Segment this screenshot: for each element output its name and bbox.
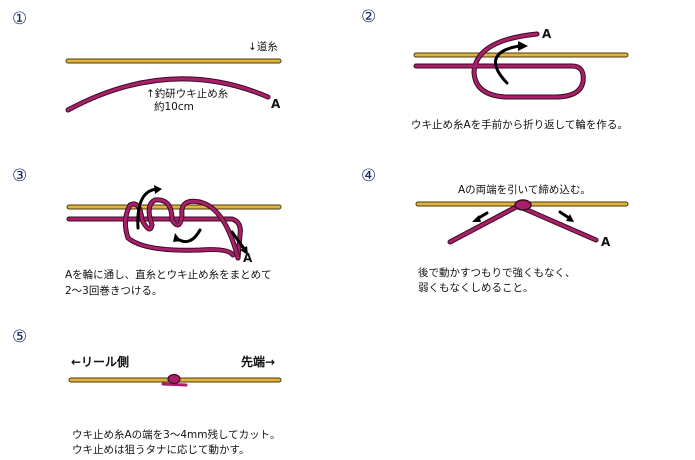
end-label: A	[601, 235, 611, 249]
step-5: ⑤ ←リール側 先端→ ウキ止め糸Aの端を3〜4mm残してカット。 ウキ止めは狙…	[12, 327, 282, 456]
step-number: ④	[361, 166, 376, 186]
reel-side-label: ←リール側	[71, 354, 129, 369]
step-4: ④ Aの両端を引いて締め込む。 A 後で動かすつもりで強くもなく、 弱くもなくし…	[361, 166, 629, 294]
tip-side-label: 先端→	[241, 354, 275, 369]
step-caption-line: ウキ止め糸Aの端を3〜4mm残してカット。	[72, 428, 280, 441]
direction-arrow	[494, 41, 528, 85]
step-number: ⑤	[12, 327, 27, 347]
length-label: 約10cm	[154, 100, 194, 113]
pull-arrows	[472, 210, 574, 222]
end-label: A	[542, 27, 552, 41]
knot	[514, 199, 532, 211]
wrap-arrows	[136, 185, 248, 255]
end-label: A	[271, 97, 281, 111]
stopper-line-coils	[66, 197, 243, 261]
step-1: ① ↓道糸 ↑釣研ウキ止め糸 約10cm A	[12, 9, 282, 113]
step-2: ② A ウキ止め糸Aを手前から折り返して輪を作る。	[361, 7, 629, 131]
main-line-label: ↓道糸	[248, 40, 278, 53]
step-caption-line: 後で動かすつもりで強くもなく、	[418, 266, 576, 279]
step-caption-line: Aを輪に通し、直糸とウキ止め糸をまとめて	[65, 268, 272, 281]
step-caption: ウキ止め糸Aを手前から折り返して輪を作る。	[411, 118, 628, 131]
step-number: ③	[12, 166, 27, 186]
stopper-line-label: ↑釣研ウキ止め糸	[146, 87, 228, 100]
step-caption-line: 2〜3回巻きつける。	[65, 285, 162, 297]
end-label: A	[243, 251, 253, 265]
step-caption-line: 弱くもなくしめること。	[418, 282, 534, 294]
step-number: ②	[361, 7, 376, 27]
finished-knot	[161, 373, 188, 387]
step-3: ③ A Aを輪に通し、直糸とウキ止め糸をまとめて 2〜3回巻きつける。	[12, 166, 282, 297]
stopper-line-loop	[413, 31, 586, 100]
step-number: ①	[12, 9, 27, 29]
stopper-line	[447, 203, 599, 245]
step-heading: Aの両端を引いて締め込む。	[458, 183, 591, 196]
step-caption-line: ウキ止めは狙うタナに応じて動かす。	[72, 443, 249, 456]
